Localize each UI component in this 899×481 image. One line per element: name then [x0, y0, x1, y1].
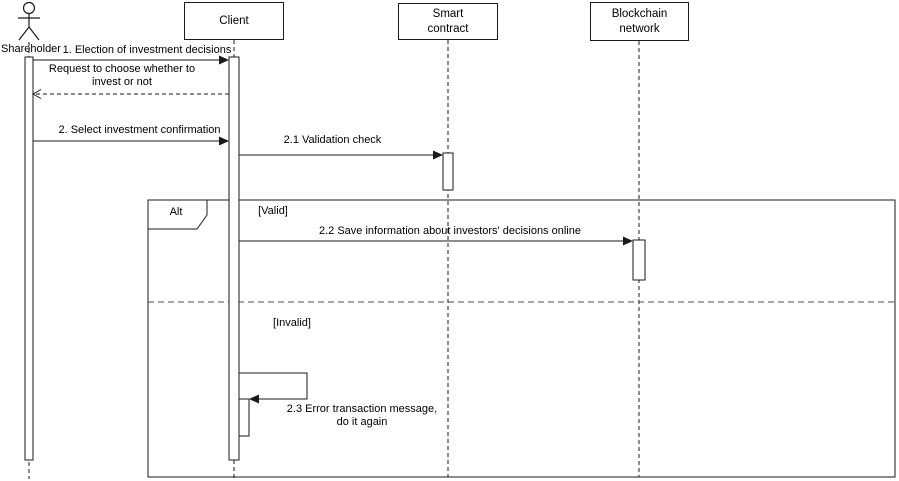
alt-operator-label: Alt: [169, 206, 183, 218]
activation-client-nested: [238, 398, 250, 437]
message-2-1-arrow: [239, 150, 443, 160]
message-2-2-label: 2.2 Save information about investors' de…: [319, 225, 581, 237]
actor-shareholder-icon: [18, 1, 40, 41]
participant-client: Client: [184, 2, 284, 40]
activation-smart-contract: [442, 152, 454, 191]
message-2-3-label: 2.3 Error transaction message, do it aga…: [272, 403, 452, 429]
activation-blockchain-network: [632, 239, 646, 281]
participant-smart-contract-label: Smart contract: [427, 7, 469, 35]
message-2-3-label-line2: do it again: [336, 416, 388, 428]
participant-smart-contract: Smart contract: [398, 3, 498, 40]
alt-guard-valid-label: [Valid]: [258, 205, 288, 217]
message-1-return-label: Request to choose whether to invest or n…: [40, 63, 204, 89]
message-1-return-label-line2: invest or not: [92, 76, 152, 88]
message-1-return-label-line1: Request to choose whether to: [48, 63, 196, 75]
actor-leg-right: [28, 26, 40, 41]
message-1-return-arrow: [31, 89, 229, 99]
message-2-1-label: 2.1 Validation check: [283, 134, 382, 146]
alt-fragment-frame: [147, 199, 896, 478]
alt-operator-pentagon: [147, 199, 208, 230]
message-2-label: 2. Select investment confirmation: [58, 124, 221, 136]
participant-blockchain-network-label: Blockchain network: [611, 7, 668, 35]
message-2-3-label-line1: 2.3 Error transaction message,: [286, 403, 438, 415]
arrowhead-icon: [219, 136, 229, 146]
actor-shareholder-label: Shareholder: [1, 43, 61, 55]
activation-client: [228, 56, 240, 461]
participant-blockchain-network: Blockchain network: [590, 2, 689, 41]
arrowhead-icon: [433, 150, 443, 160]
alt-guard-invalid-label: [Invalid]: [273, 317, 311, 329]
message-2-3-self-arrow: [239, 372, 308, 404]
arrowhead-icon: [219, 55, 229, 65]
participant-client-label: Client: [219, 14, 249, 27]
message-2-arrow: [33, 136, 229, 146]
arrowhead-icon: [249, 394, 259, 404]
message-1-arrow: [33, 55, 229, 65]
actor-head: [22, 1, 36, 15]
message-1-label: 1. Election of investment decisions: [62, 44, 232, 56]
activation-shareholder: [24, 56, 34, 461]
arrowhead-icon: [623, 236, 633, 246]
actor-leg-left: [18, 26, 30, 41]
open-arrowhead-icon: [31, 89, 42, 99]
message-2-2-arrow: [239, 236, 633, 246]
